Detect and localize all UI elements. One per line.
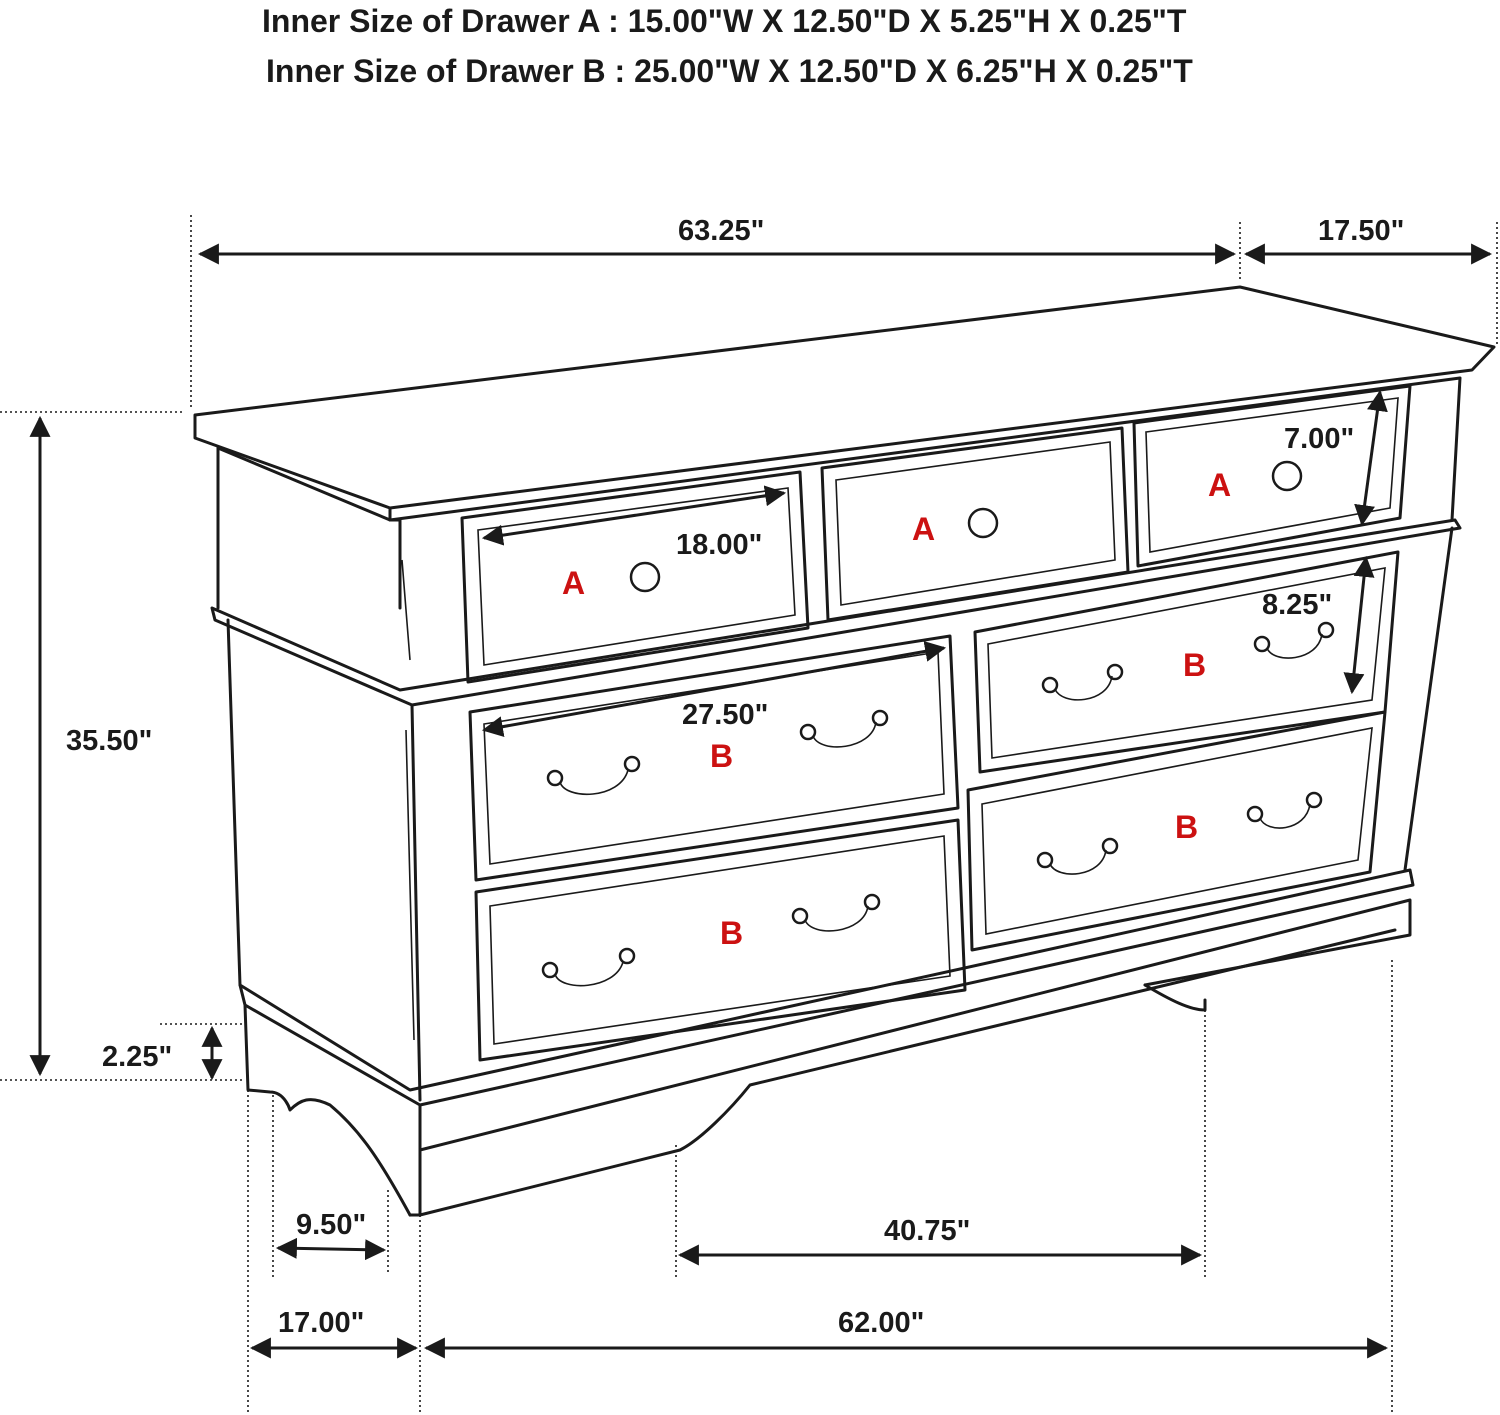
dim-line-leg-width xyxy=(275,1237,387,1261)
pull-handle-icon xyxy=(1036,837,1119,875)
drawer-label-b: B xyxy=(720,915,743,951)
knob-icon xyxy=(1271,460,1303,492)
dim-line-lower-drawer-width xyxy=(481,640,947,738)
dim-line-top-drawer-width xyxy=(481,485,787,546)
pull-handle-icon xyxy=(1253,621,1335,659)
knob-icon xyxy=(967,507,999,539)
drawer-bottom-left xyxy=(474,818,967,1062)
dim-base-height: 2.25" xyxy=(102,1041,172,1073)
dimension-labels: 63.25" 17.50" 35.50" 2.25" 18.00" 7.00" … xyxy=(66,215,1404,1339)
extension-lines xyxy=(0,215,1498,1412)
dresser-top xyxy=(193,285,1496,510)
dim-base-depth: 17.00" xyxy=(278,1307,364,1339)
drawer-label-b: B xyxy=(1183,647,1206,683)
pull-handle-icon xyxy=(799,709,889,748)
drawer-labels: A A A B B B B xyxy=(562,467,1231,951)
knob-icon xyxy=(629,561,661,593)
dim-leg-span: 40.75" xyxy=(884,1215,970,1247)
dimension-lines xyxy=(29,243,1493,1359)
pull-handle-icon xyxy=(1041,663,1124,701)
drawer-top-right xyxy=(1132,384,1412,568)
drawer-bottom-right xyxy=(966,710,1387,952)
drawer-a-size-text: Inner Size of Drawer A : 15.00"W X 12.50… xyxy=(262,3,1187,39)
dim-line-lower-drawer-height xyxy=(1343,555,1375,695)
pull-handle-icon xyxy=(541,947,636,987)
drawer-label-b: B xyxy=(710,738,733,774)
dim-lower-drawer-height: 8.25" xyxy=(1262,589,1332,621)
drawer-b-size-text: Inner Size of Drawer B : 25.00"W X 12.50… xyxy=(266,53,1193,89)
drawer-fronts xyxy=(460,384,1412,1062)
dim-overall-height: 35.50" xyxy=(66,725,152,757)
pull-handle-icon xyxy=(791,893,881,932)
dim-overall-depth: 17.50" xyxy=(1318,215,1404,247)
dim-leg-width: 9.50" xyxy=(296,1209,366,1241)
dim-lower-drawer-width: 27.50" xyxy=(682,699,768,731)
dim-line-top-drawer-height xyxy=(1354,389,1388,527)
drawer-label-b: B xyxy=(1175,809,1198,845)
pull-handle-icon xyxy=(546,755,641,796)
drawer-label-a: A xyxy=(912,511,935,547)
dim-overall-width: 63.25" xyxy=(678,215,764,247)
dim-base-width: 62.00" xyxy=(838,1307,924,1339)
dresser-outline xyxy=(193,285,1496,1217)
drawer-label-a: A xyxy=(562,565,585,601)
drawer-top-middle xyxy=(820,426,1130,622)
drawer-label-a: A xyxy=(1208,467,1231,503)
pull-handle-icon xyxy=(1246,791,1323,829)
dim-top-drawer-width: 18.00" xyxy=(676,529,762,561)
waist-trim xyxy=(210,518,1462,707)
dim-top-drawer-height: 7.00" xyxy=(1284,423,1354,455)
